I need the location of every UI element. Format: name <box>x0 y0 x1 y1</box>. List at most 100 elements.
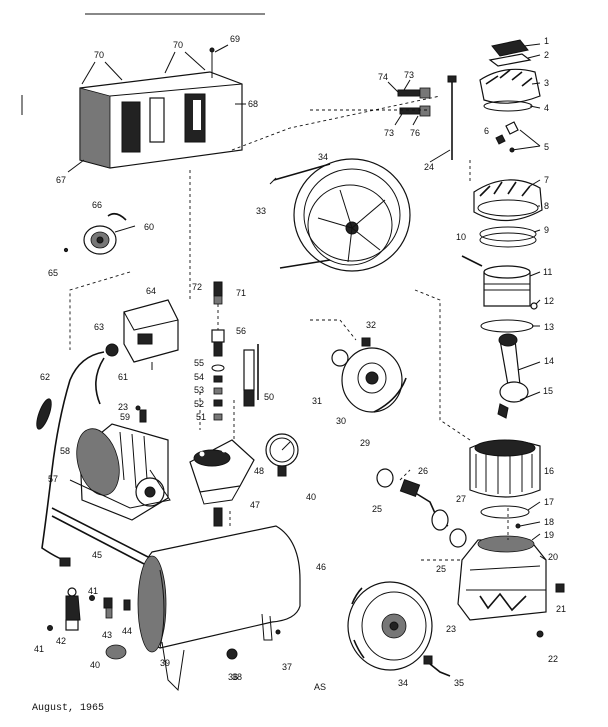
part-label: 30 <box>336 416 346 426</box>
connecting-rod <box>497 333 529 419</box>
cylinder-head-stack <box>461 39 543 333</box>
part-label: 57 <box>48 474 58 484</box>
part-label: 50 <box>264 392 274 402</box>
part-label: 38 <box>232 672 242 682</box>
motor-pulley <box>63 212 136 255</box>
part-label: 34 <box>398 678 408 688</box>
part-label: 72 <box>192 282 202 292</box>
part-label: 60 <box>144 222 154 232</box>
part-label: 19 <box>544 530 554 540</box>
part-label: 25 <box>372 504 382 514</box>
part-label: 74 <box>378 72 388 82</box>
part-label: 22 <box>548 654 558 664</box>
leader-lines <box>511 43 547 561</box>
part-label: 71 <box>236 288 246 298</box>
part-label: 34 <box>318 152 328 162</box>
part-label: 24 <box>424 162 434 172</box>
part-label: 47 <box>250 500 260 510</box>
part-label: 8 <box>544 201 549 211</box>
part-label: 29 <box>360 438 370 448</box>
part-label: 20 <box>548 552 558 562</box>
part-label: 51 <box>196 412 206 422</box>
part-label: 10 <box>456 232 466 242</box>
part-label: 59 <box>120 412 130 422</box>
part-label: 42 <box>56 636 66 646</box>
part-label: 37 <box>282 662 292 672</box>
leader-dashes <box>69 95 509 561</box>
hardware-screws <box>397 75 457 160</box>
part-label: 39 <box>160 658 170 668</box>
part-label: 45 <box>92 550 102 560</box>
part-label: 35 <box>454 678 464 688</box>
part-label: 1 <box>544 36 549 46</box>
part-label: 61 <box>118 372 128 382</box>
motor <box>51 405 171 567</box>
part-label: 4 <box>544 103 549 113</box>
part-label: 25 <box>436 564 446 574</box>
part-label: 53 <box>194 385 204 395</box>
part-label: 64 <box>146 286 156 296</box>
part-label: 13 <box>544 322 554 332</box>
crankshaft <box>376 468 467 548</box>
bearing-plate <box>331 337 407 413</box>
part-label: 73 <box>384 128 394 138</box>
part-label: 23 <box>446 624 456 634</box>
part-label: 18 <box>544 517 554 527</box>
part-label: 44 <box>122 626 132 636</box>
part-label: 73 <box>404 70 414 80</box>
part-label: 12 <box>544 296 554 306</box>
part-label: 52 <box>194 399 204 409</box>
part-label: 46 <box>316 562 326 572</box>
part-label: 70 <box>94 50 104 60</box>
part-label: 66 <box>92 200 102 210</box>
part-label: 68 <box>248 99 258 109</box>
part-label: 21 <box>556 604 566 614</box>
part-label: 41 <box>34 644 44 654</box>
part-label: 63 <box>94 322 104 332</box>
cylinder-and-crankcase <box>457 439 565 638</box>
part-label: 16 <box>544 466 554 476</box>
part-label: 6 <box>484 126 489 136</box>
drain-valve-assembly <box>47 587 131 660</box>
part-label: 65 <box>48 268 58 278</box>
part-label: 76 <box>410 128 420 138</box>
part-label: 48 <box>254 466 264 476</box>
part-label: 62 <box>40 372 50 382</box>
part-label: 32 <box>366 320 376 330</box>
wheel <box>347 581 451 677</box>
part-label: 17 <box>544 497 554 507</box>
part-label: 41 <box>88 586 98 596</box>
part-label: 70 <box>173 40 183 50</box>
belt-guard <box>79 47 243 169</box>
part-label: 15 <box>543 386 553 396</box>
part-labels: 1 2 3 4 5 6 7 8 9 10 11 12 13 14 15 16 1… <box>34 34 566 688</box>
date-label: August, 1965 <box>32 703 104 714</box>
part-label: 55 <box>194 358 204 368</box>
part-label: 11 <box>543 267 552 277</box>
part-label: 56 <box>236 326 246 336</box>
footer-code: AS <box>314 682 326 692</box>
part-label: 3 <box>544 78 549 88</box>
part-label: 36 <box>228 672 238 682</box>
pump-head <box>189 439 255 527</box>
part-label: 40 <box>306 492 316 502</box>
valve-fittings <box>211 281 259 421</box>
part-label: 5 <box>544 142 549 152</box>
part-label: 40 <box>90 660 100 670</box>
part-label: 2 <box>544 50 549 60</box>
part-label: 9 <box>544 225 549 235</box>
air-tank <box>137 525 301 692</box>
part-label: 27 <box>456 494 466 504</box>
part-label: 54 <box>194 372 204 382</box>
part-label: 67 <box>56 175 66 185</box>
part-label: 14 <box>544 356 554 366</box>
pressure-switch <box>36 299 179 567</box>
part-label: 69 <box>230 34 240 44</box>
part-label: 43 <box>102 630 112 640</box>
part-label: 23 <box>118 402 128 412</box>
part-label: 31 <box>312 396 322 406</box>
flywheel <box>269 158 411 272</box>
part-label: 26 <box>418 466 428 476</box>
